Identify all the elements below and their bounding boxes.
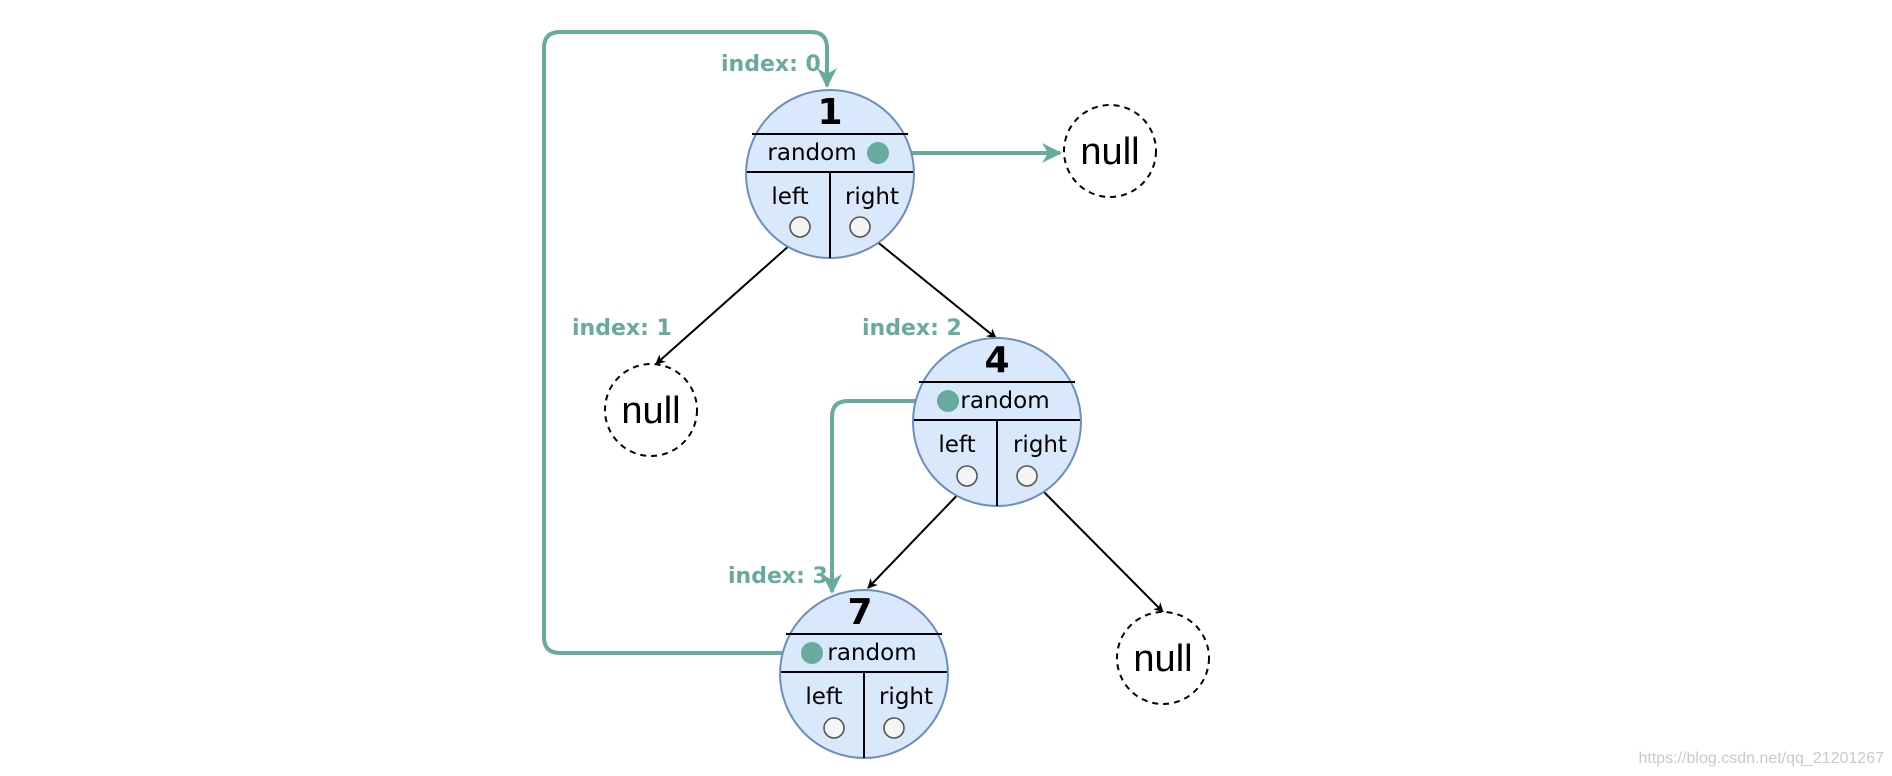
- node-4-random-pointer: [937, 390, 959, 412]
- null-label: null: [621, 390, 680, 432]
- node-7-right-label: right: [879, 684, 933, 710]
- node-1-right-pointer: [849, 216, 871, 238]
- node-1-random-pointer: [867, 142, 889, 164]
- node-1-value: 1: [817, 92, 842, 133]
- node-7-right-pointer: [883, 717, 905, 739]
- node-7-random-label: random: [827, 640, 916, 666]
- edge-n4-right-to-null: [1036, 484, 1164, 613]
- null-label: null: [1133, 638, 1192, 680]
- node-1-left-pointer: [789, 216, 811, 238]
- null-node-left: null: [604, 363, 698, 457]
- node-4-right-label: right: [1013, 432, 1067, 458]
- node-7-random-pointer: [801, 642, 823, 664]
- node-7-left-pointer: [823, 717, 845, 739]
- random-edge-n7-to-n1: [542, 30, 837, 655]
- null-node-right: null: [1116, 611, 1210, 705]
- index-label-2: index: 2: [862, 316, 962, 341]
- index-label-1: index: 1: [572, 316, 672, 341]
- node-4-random-label: random: [960, 388, 1049, 414]
- index-label-3: index: 3: [728, 564, 828, 589]
- node-4-right-pointer: [1016, 465, 1038, 487]
- null-node-random: null: [1063, 104, 1157, 198]
- edge-n1-right-to-n4: [869, 235, 997, 339]
- null-circle: [604, 363, 698, 457]
- edge-n1-left-to-null: [655, 235, 801, 365]
- null-circle: [1116, 611, 1210, 705]
- node-1-random-label: random: [767, 140, 856, 166]
- node-4-left-pointer: [956, 465, 978, 487]
- node-4-left-label: left: [938, 432, 975, 458]
- node-1-right-label: right: [845, 184, 899, 210]
- child-edges: [655, 235, 1164, 613]
- index-label-0: index: 0: [721, 52, 821, 77]
- tree-node-1: 1 random left right: [745, 89, 915, 259]
- edge-n4-left-to-n7: [867, 484, 968, 589]
- tree-node-7: 7 random left right: [779, 589, 949, 759]
- watermark-text: https://blog.csdn.net/qq_21201267: [1638, 750, 1884, 767]
- node-1-left-label: left: [771, 184, 808, 210]
- node-7-value: 7: [847, 592, 872, 633]
- null-circle: [1063, 104, 1157, 198]
- null-label: null: [1080, 131, 1139, 173]
- node-4-value: 4: [984, 340, 1009, 381]
- random-edge-n4-to-n7: [822, 399, 948, 594]
- tree-node-4: 4 random left right: [912, 337, 1082, 507]
- node-7-left-label: left: [805, 684, 842, 710]
